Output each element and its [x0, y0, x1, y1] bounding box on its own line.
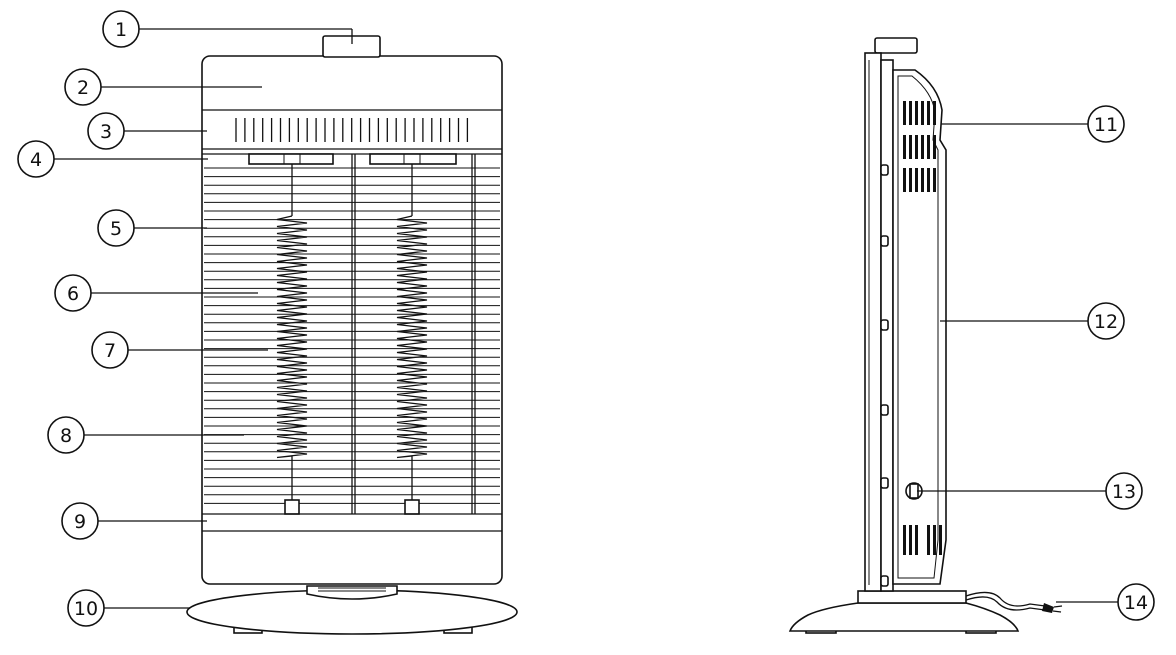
callouts: 1 2 3 4 5 6 7 8	[17, 10, 1155, 627]
svg-text:11: 11	[1094, 114, 1118, 136]
bottom-bracket-right	[404, 499, 420, 515]
callout-7: 7	[91, 331, 129, 369]
side-vent	[927, 135, 930, 159]
side-vent	[903, 135, 906, 159]
power-cord	[965, 591, 1046, 607]
side-vent	[915, 525, 918, 555]
callout-5: 5	[97, 209, 135, 247]
svg-text:8: 8	[60, 425, 72, 447]
hinge-stud	[880, 477, 889, 489]
side-vent	[915, 168, 918, 192]
side-vent	[921, 168, 924, 192]
side-vent	[933, 168, 936, 192]
heating-element-right	[396, 215, 428, 459]
callout-11: 11	[1087, 105, 1125, 143]
side-vent	[933, 525, 936, 555]
hinge-stud	[880, 319, 889, 331]
top-bracket-left	[248, 153, 334, 165]
side-vent-slots	[903, 101, 942, 555]
side-base	[788, 602, 1020, 632]
svg-text:5: 5	[110, 218, 122, 240]
side-vent	[933, 135, 936, 159]
svg-text:13: 13	[1112, 481, 1136, 503]
callout-13: 13	[1105, 472, 1143, 510]
base-neck	[306, 585, 398, 600]
callout-12: 12	[1087, 302, 1125, 340]
svg-text:2: 2	[77, 77, 89, 99]
svg-text:1: 1	[115, 19, 127, 41]
side-vent	[909, 101, 912, 125]
svg-text:10: 10	[74, 598, 98, 620]
side-vent	[909, 135, 912, 159]
side-base-plinth	[857, 590, 967, 604]
side-vent	[909, 168, 912, 192]
side-vent	[903, 101, 906, 125]
svg-text:6: 6	[67, 283, 79, 305]
power-plug	[1042, 603, 1054, 613]
callout-14: 14	[1117, 583, 1155, 621]
callout-9: 9	[61, 502, 99, 540]
side-front-panel	[892, 69, 947, 585]
side-vent	[921, 101, 924, 125]
callout-8: 8	[47, 416, 85, 454]
side-view	[788, 37, 1063, 634]
side-vent	[921, 135, 924, 159]
side-top-knob	[874, 37, 918, 54]
hinge-stud	[880, 575, 889, 587]
bottom-bracket-left	[284, 499, 300, 515]
side-vent	[915, 101, 918, 125]
callout-6: 6	[54, 274, 92, 312]
svg-text:4: 4	[30, 149, 42, 171]
side-vent	[915, 135, 918, 159]
side-vent	[909, 525, 912, 555]
callout-4: 4	[17, 140, 55, 178]
callout-1: 1	[102, 10, 140, 48]
side-hinge-studs	[880, 164, 889, 587]
side-vent	[939, 525, 942, 555]
svg-text:3: 3	[100, 121, 112, 143]
svg-text:7: 7	[104, 340, 116, 362]
side-vent	[903, 525, 906, 555]
svg-text:14: 14	[1124, 592, 1148, 614]
callout-10: 10	[67, 589, 105, 627]
heating-element-left	[276, 215, 308, 459]
hinge-stud	[880, 235, 889, 247]
side-vent	[933, 101, 936, 125]
side-rear-column	[864, 52, 882, 592]
side-vent	[927, 101, 930, 125]
callout-2: 2	[64, 68, 102, 106]
top-bracket-right	[369, 153, 457, 165]
top-vent-slots	[235, 118, 469, 142]
callout-3: 3	[87, 112, 125, 150]
side-vent	[927, 168, 930, 192]
hinge-stud	[880, 164, 889, 176]
svg-text:12: 12	[1094, 311, 1118, 333]
side-vent	[927, 525, 930, 555]
svg-text:9: 9	[74, 511, 86, 533]
hinge-stud	[880, 404, 889, 416]
front-view	[186, 35, 518, 635]
side-vent	[903, 168, 906, 192]
